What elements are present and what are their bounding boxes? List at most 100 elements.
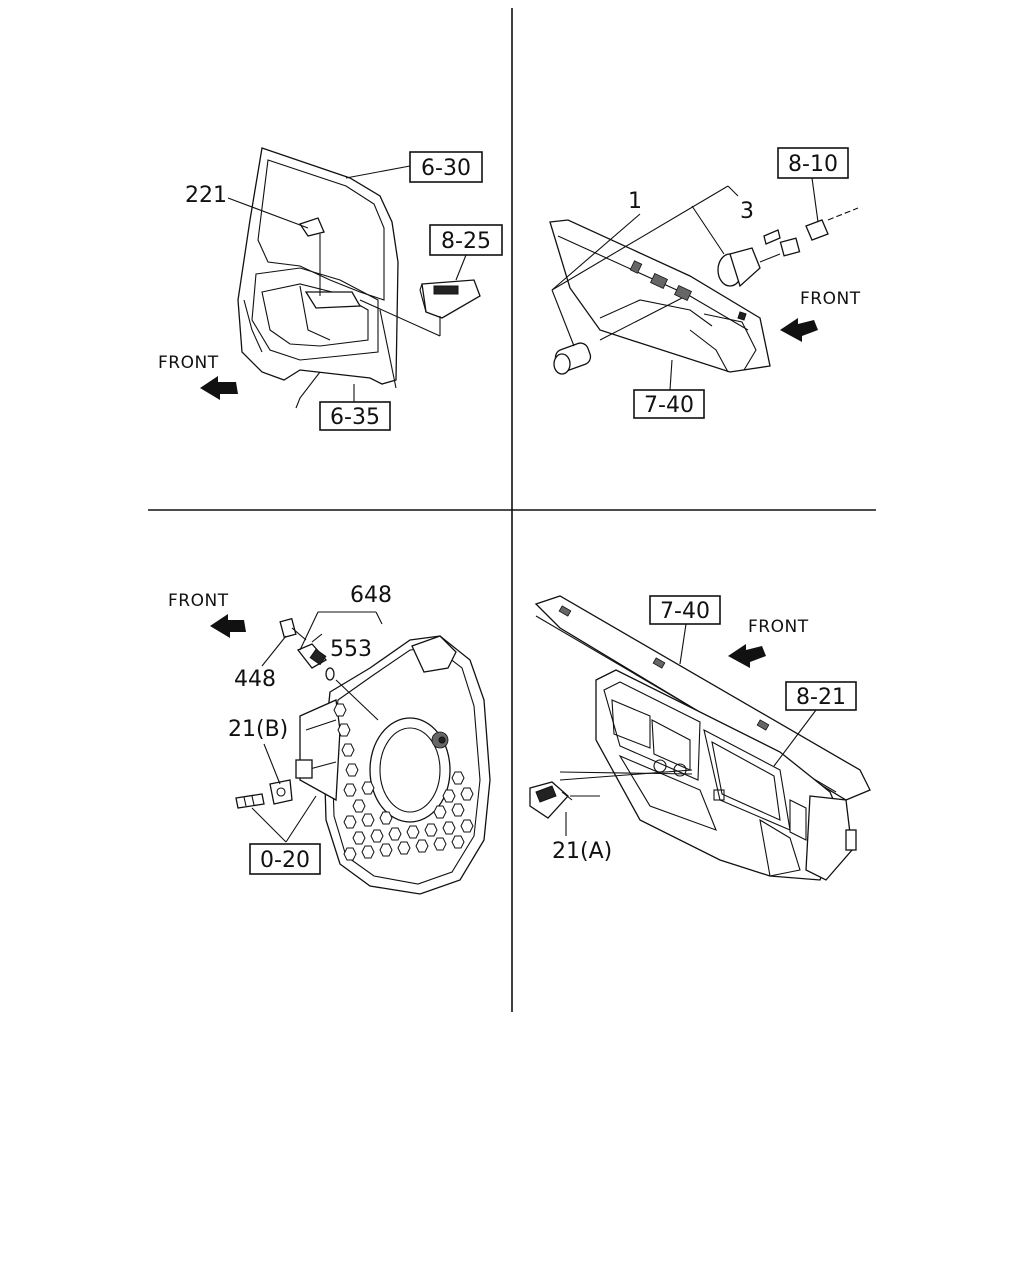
- speed-sensor: [296, 633, 328, 669]
- honeycomb-cell: [433, 805, 447, 819]
- lamp-socket: [717, 229, 801, 288]
- leader-8-25: [455, 254, 467, 281]
- front-label-bottom-right: FRONT: [748, 617, 809, 637]
- ref-label-8-25: 8-25: [441, 229, 491, 254]
- part-number-448: 448: [234, 667, 276, 692]
- honeycomb-cell: [460, 819, 474, 833]
- honeycomb-cell: [442, 789, 456, 803]
- dash-panel-assembly: [549, 219, 771, 373]
- part-number-3: 3: [740, 199, 754, 224]
- o-ring-553: [325, 667, 335, 681]
- bolt-21b: [235, 793, 265, 809]
- part-number-221: 221: [185, 183, 227, 208]
- honeycomb-ribs: [333, 703, 474, 861]
- honeycomb-cell: [361, 781, 375, 795]
- leader-0-20-b: [285, 795, 317, 843]
- leader-7-40-bottom: [679, 623, 687, 665]
- honeycomb-cell: [345, 763, 359, 777]
- honeycomb-cell: [333, 703, 347, 717]
- front-arrow-icon: [200, 376, 238, 400]
- front-arrow-icon: [728, 644, 766, 668]
- ref-label-8-10: 8-10: [788, 152, 838, 177]
- leader-1-d: [727, 185, 739, 197]
- part-number-1: 1: [628, 189, 642, 214]
- honeycomb-cell: [341, 743, 355, 757]
- part-number-553: 553: [330, 637, 372, 662]
- leader-switch-a: [359, 299, 441, 337]
- honeycomb-cell: [397, 841, 411, 855]
- door-assembly: [237, 147, 399, 409]
- connector-8-10: [805, 207, 859, 241]
- leader-6-35-b: [379, 309, 397, 389]
- honeycomb-cell: [442, 821, 456, 835]
- ref-box-7-40-top: [633, 389, 705, 419]
- honeycomb-cell: [451, 771, 465, 785]
- dashboard-assembly: [534, 595, 871, 881]
- front-label-top-left: FRONT: [158, 353, 219, 373]
- honeycomb-cell: [343, 815, 357, 829]
- honeycomb-cell: [361, 845, 375, 859]
- front-arrow-icon: [210, 614, 246, 638]
- part-number-648: 648: [350, 583, 392, 608]
- leader-648-c: [299, 611, 319, 651]
- ref-label-8-21: 8-21: [796, 685, 846, 710]
- part-number-21b: 21(B): [228, 717, 288, 742]
- honeycomb-cell: [379, 811, 393, 825]
- leader-bulb: [599, 297, 683, 341]
- leader-21b: [263, 743, 281, 785]
- honeycomb-cell: [415, 839, 429, 853]
- ref-label-7-40-top: 7-40: [644, 393, 694, 418]
- ref-label-7-40-bottom: 7-40: [660, 599, 710, 624]
- leader-648-b: [375, 611, 383, 625]
- honeycomb-cell: [337, 723, 351, 737]
- honeycomb-cell: [451, 835, 465, 849]
- window-switch: [419, 279, 481, 319]
- switch-21a: [529, 781, 573, 819]
- honeycomb-cell: [406, 825, 420, 839]
- leader-6-30: [345, 165, 411, 179]
- leader-8-21: [773, 709, 817, 767]
- leader-448: [261, 635, 287, 667]
- leader-8-10: [811, 177, 819, 223]
- leader-221: [227, 197, 309, 229]
- leader-1-b: [551, 289, 575, 347]
- leader-1-c: [551, 185, 729, 291]
- honeycomb-cell: [460, 787, 474, 801]
- ref-label-6-35: 6-35: [330, 405, 380, 430]
- honeycomb-cell: [352, 799, 366, 813]
- honeycomb-cell: [424, 823, 438, 837]
- ref-box-0-20: [249, 843, 321, 875]
- honeycomb-cell: [433, 837, 447, 851]
- honeycomb-cell: [352, 831, 366, 845]
- ref-label-0-20: 0-20: [260, 848, 310, 873]
- ref-box-7-40-bottom: [649, 595, 721, 625]
- ref-box-8-21: [785, 681, 857, 711]
- lamp-bulb: [553, 342, 592, 375]
- honeycomb-cell: [379, 843, 393, 857]
- leader-switch-a-3: [559, 771, 693, 775]
- honeycomb-cell: [361, 813, 375, 827]
- ref-label-6-30: 6-30: [421, 156, 471, 181]
- bracket-21b: [269, 779, 293, 805]
- leader-1-e: [691, 205, 725, 255]
- honeycomb-cell: [343, 783, 357, 797]
- sensor-bolt-448: [279, 617, 307, 641]
- leader-7-40-top: [669, 359, 673, 391]
- part-number-21a: 21(A): [552, 839, 612, 864]
- leader-sensor-housing: [335, 679, 379, 721]
- front-label-top-right: FRONT: [800, 289, 861, 309]
- honeycomb-cell: [370, 829, 384, 843]
- leader-1-a: [551, 213, 641, 291]
- ref-box-6-35: [319, 401, 391, 431]
- front-arrow-icon: [780, 318, 818, 342]
- honeycomb-cell: [451, 803, 465, 817]
- honeycomb-cell: [343, 847, 357, 861]
- leader-switch-a-1: [559, 769, 693, 781]
- flywheel-housing: [295, 635, 491, 895]
- honeycomb-cell: [388, 827, 402, 841]
- ref-box-8-10: [777, 147, 849, 179]
- front-label-bottom-left: FRONT: [168, 591, 229, 611]
- ref-box-6-30: [409, 151, 483, 183]
